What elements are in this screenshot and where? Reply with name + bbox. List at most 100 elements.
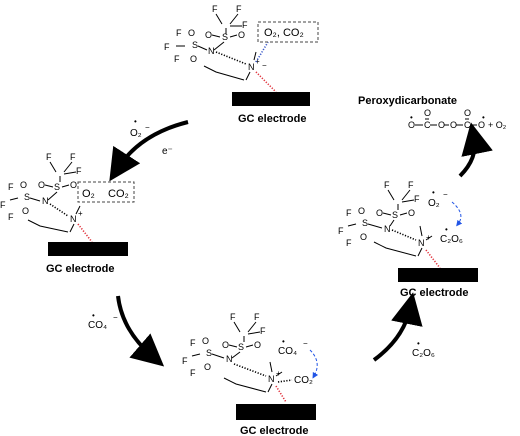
svg-text:−: − xyxy=(145,123,150,132)
atom-f: F xyxy=(46,152,52,162)
atom-o: O xyxy=(204,362,211,372)
svg-text:+: + xyxy=(426,233,431,242)
state-left: F F F O O S N S O O F F F N + O₂ CO₂ GC … xyxy=(0,152,135,275)
atom-o: O xyxy=(408,120,415,130)
atom-f: F xyxy=(254,312,260,322)
svg-text:−: − xyxy=(303,339,308,348)
atom-f: F xyxy=(346,208,352,218)
electrode-label: GC electrode xyxy=(400,287,468,299)
atom-f: F xyxy=(164,42,170,52)
atom-o: O xyxy=(22,206,29,216)
state-bottom: F F F O O S N S O O F F F N + CO₂ CO₄ • … xyxy=(182,312,319,436)
atom-o: O xyxy=(464,108,471,118)
atom-o: O xyxy=(450,120,457,130)
atom-s: S xyxy=(362,218,368,228)
atom-f: F xyxy=(230,312,236,322)
atom-n: N xyxy=(226,354,233,364)
atom-s: S xyxy=(206,348,212,358)
cycle: O₂ • − e⁻ CO₄ • − C₂O₆ • xyxy=(88,117,493,367)
electrode-bar xyxy=(232,92,310,106)
state-right: F F F O O S N S O O F F F N + O₂ • − C₂O… xyxy=(338,180,478,299)
atom-f: F xyxy=(414,194,420,204)
svg-text:+: + xyxy=(255,57,260,66)
atom-f: F xyxy=(408,180,414,190)
product-plus-o2: + O₂ xyxy=(488,120,507,130)
electrode-bar xyxy=(398,268,478,282)
atom-o: O xyxy=(424,108,431,118)
atom-f: F xyxy=(182,356,188,366)
atom-f: F xyxy=(346,238,352,248)
co4-label: CO₄ xyxy=(278,346,297,357)
svg-text:+: + xyxy=(78,209,83,218)
atom-o: O xyxy=(70,180,77,190)
atom-o: O xyxy=(358,206,365,216)
box-label: O₂, CO₂ xyxy=(264,27,304,39)
atom-o: O xyxy=(188,28,195,38)
svg-text:•: • xyxy=(410,113,413,122)
svg-text:+: + xyxy=(276,369,281,378)
atom-o: O xyxy=(190,54,197,64)
step-o2: O₂ xyxy=(130,128,142,139)
atom-o: O xyxy=(438,120,445,130)
electrode-label: GC electrode xyxy=(240,425,308,436)
o2-label: O₂ xyxy=(428,198,440,209)
svg-text:•: • xyxy=(134,117,137,126)
atom-c: C xyxy=(464,120,471,130)
atom-f: F xyxy=(174,54,180,64)
atom-f: F xyxy=(242,20,248,30)
atom-c: C xyxy=(424,120,431,130)
atom-f: F xyxy=(212,4,218,14)
adsorbate-box xyxy=(257,21,319,43)
atom-f: F xyxy=(236,4,242,14)
step-c2o6: C₂O₆ xyxy=(412,348,435,359)
svg-text:−: − xyxy=(113,313,118,322)
adsorbate-box xyxy=(77,181,135,203)
svg-text:•: • xyxy=(282,337,285,346)
atom-o: O xyxy=(205,30,212,40)
atom-s: S xyxy=(238,342,244,352)
arrow-left-bottom xyxy=(116,295,165,367)
electrode-bar xyxy=(48,242,128,256)
svg-text:•: • xyxy=(92,311,95,320)
product: Peroxydicarbonate O O O C O O C O • • + … xyxy=(358,95,507,130)
atom-s: S xyxy=(24,192,30,202)
atom-f: F xyxy=(76,166,82,176)
atom-o: O xyxy=(238,30,245,40)
atom-f: F xyxy=(190,338,196,348)
svg-text:−: − xyxy=(443,190,448,199)
arrow-top-left xyxy=(109,120,189,182)
electrode-label: GC electrode xyxy=(46,263,114,275)
atom-n-plus: N xyxy=(248,62,255,72)
state-top: F F F O O S N S O O F F F N + − O₂, CO₂ … xyxy=(164,4,319,125)
atom-o: O xyxy=(254,340,261,350)
atom-o: O xyxy=(20,180,27,190)
atom-f: F xyxy=(260,326,266,336)
atom-n-plus: N xyxy=(418,238,425,248)
box-co2: CO₂ xyxy=(108,188,129,200)
atom-f: F xyxy=(338,226,344,236)
electrode-bar xyxy=(236,404,316,420)
svg-text:•: • xyxy=(482,113,485,122)
co2-label: CO₂ xyxy=(294,375,313,386)
atom-f: F xyxy=(70,152,76,162)
arrow-bottom-right xyxy=(372,292,423,362)
atom-f: F xyxy=(384,180,390,190)
step-co4: CO₄ xyxy=(88,320,107,331)
atom-s: S xyxy=(54,182,60,192)
atom-f: F xyxy=(176,28,182,38)
atom-o: O xyxy=(202,336,209,346)
atom-n: N xyxy=(42,196,49,206)
atom-n-plus: N xyxy=(268,374,275,384)
atom-n: N xyxy=(384,224,391,234)
svg-text:−: − xyxy=(262,61,267,70)
atom-n-plus: N xyxy=(70,214,77,224)
atom-o: O xyxy=(38,180,45,190)
box-o2: O₂ xyxy=(82,188,95,200)
svg-text:•: • xyxy=(445,225,448,234)
atom-s: S xyxy=(222,32,228,42)
product-label: Peroxydicarbonate xyxy=(358,95,457,107)
atom-f: F xyxy=(8,182,14,192)
svg-text:•: • xyxy=(432,188,435,197)
